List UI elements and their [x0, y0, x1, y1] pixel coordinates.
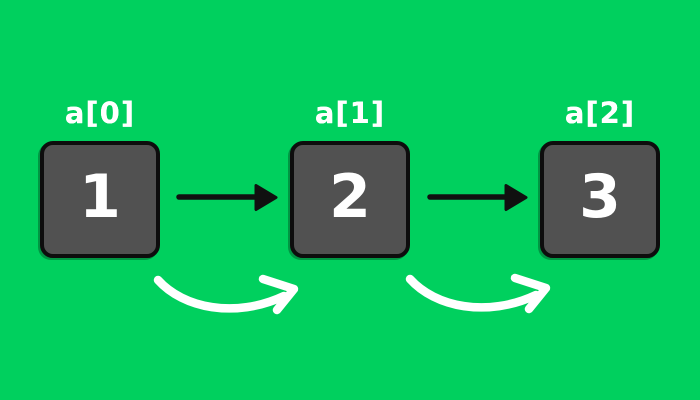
- curved-arrow-icon: [405, 273, 551, 314]
- index-label: a[2]: [564, 96, 636, 130]
- index-label: a[0]: [64, 96, 136, 130]
- cell-value: 2: [329, 162, 371, 232]
- cell-value: 1: [79, 162, 121, 232]
- value-box: 3: [540, 141, 660, 258]
- value-box: 2: [290, 141, 410, 258]
- array-cell: a[2] 3: [540, 85, 660, 258]
- curved-arrow-icon: [153, 274, 299, 315]
- value-box: 1: [40, 141, 160, 258]
- right-arrow-icon: [427, 184, 528, 211]
- cell-value: 3: [579, 162, 621, 232]
- index-label: a[1]: [314, 96, 386, 130]
- array-cell: a[0] 1: [40, 85, 160, 258]
- right-arrow-icon: [176, 184, 278, 211]
- array-cell: a[1] 2: [290, 85, 410, 258]
